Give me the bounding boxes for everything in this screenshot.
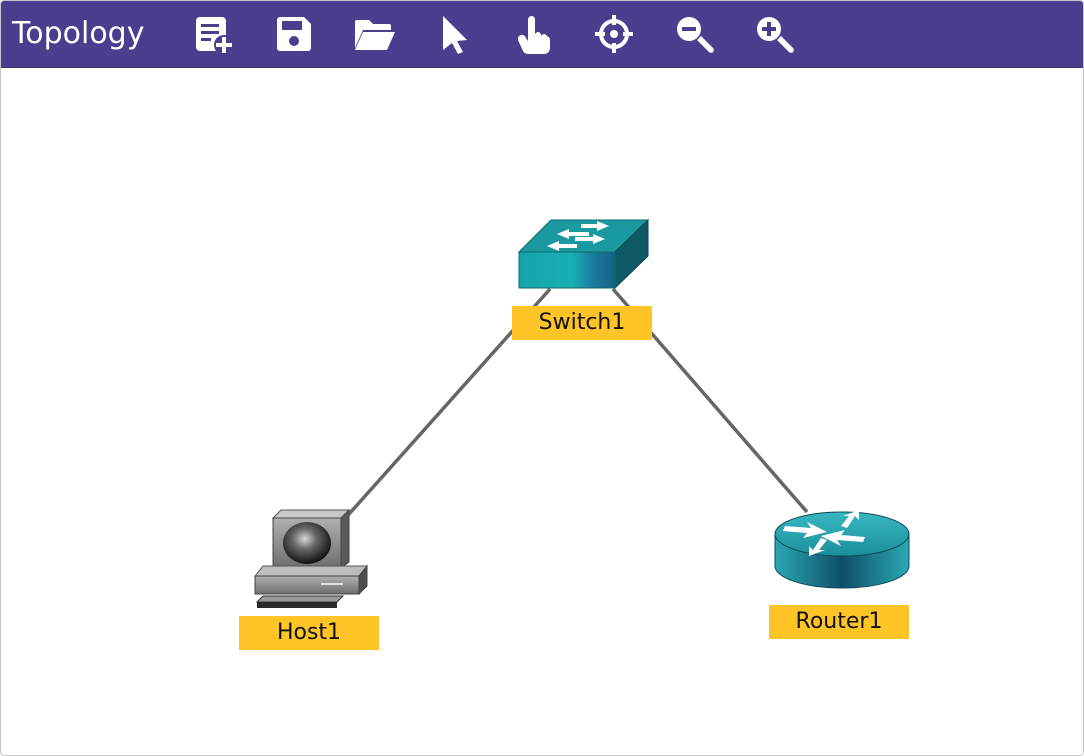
center-view-button[interactable] (592, 12, 636, 56)
open-button[interactable] (353, 12, 397, 56)
center-crosshair-icon (595, 15, 633, 53)
host-pc-icon (253, 508, 369, 608)
topology-links (339, 287, 809, 525)
select-pointer-icon (443, 16, 467, 54)
new-topology-icon (196, 17, 234, 55)
node-router1[interactable]: Router1 (767, 504, 913, 644)
pan-hand-icon (517, 16, 550, 54)
zoom-in-button[interactable] (752, 12, 796, 56)
save-button[interactable] (272, 12, 316, 56)
node-host1[interactable]: Host1 (237, 506, 382, 651)
node-switch1[interactable]: Switch1 (509, 214, 659, 344)
select-tool-button[interactable] (433, 12, 477, 56)
host1-label: Host1 (239, 616, 379, 650)
zoom-out-button[interactable] (672, 12, 716, 56)
switch1-label: Switch1 (512, 306, 652, 340)
zoom-out-icon (677, 17, 714, 53)
router1-label: Router1 (769, 605, 909, 639)
zoom-in-icon (757, 17, 794, 53)
topology-canvas[interactable]: Switch1 (1, 68, 1083, 755)
pan-tool-button[interactable] (512, 12, 556, 56)
router-icon (774, 510, 910, 589)
toolbar: Topology (1, 1, 1083, 68)
app-title: Topology (12, 16, 145, 51)
switch-icon (517, 218, 650, 290)
save-icon (277, 17, 311, 51)
new-topology-button[interactable] (192, 12, 236, 56)
open-folder-icon (355, 20, 395, 50)
